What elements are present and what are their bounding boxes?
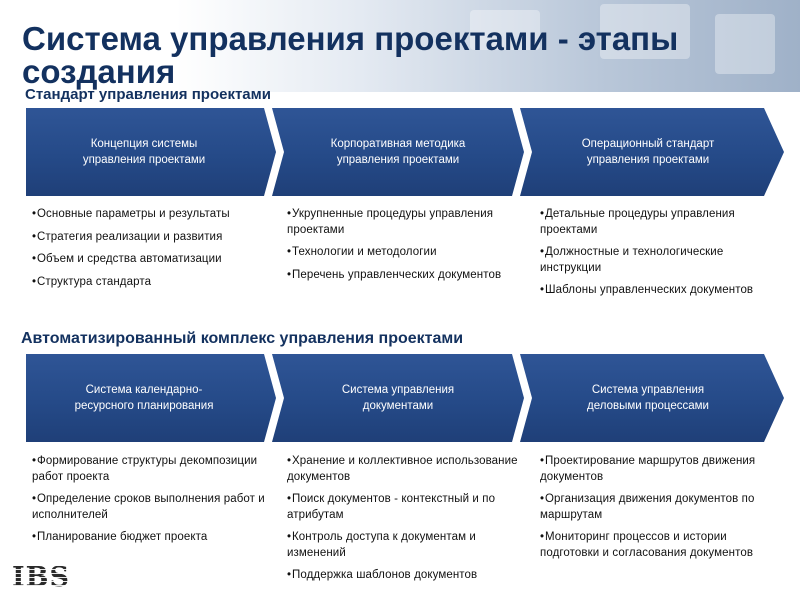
list-item: •Хранение и коллективное использование д… bbox=[287, 455, 518, 483]
stage-label: Корпоративная методика управления проект… bbox=[330, 138, 466, 166]
list-item: •Технологии и методологии bbox=[287, 246, 437, 258]
list-item: •Шаблоны управленческих документов bbox=[540, 284, 754, 296]
stage-label: Концепция системы управления проектами bbox=[82, 138, 206, 166]
list-item: •Объем и средства автоматизации bbox=[32, 253, 222, 265]
logo-stripes bbox=[12, 562, 74, 588]
stage-label: Операционный стандарт управления проекта… bbox=[581, 138, 715, 166]
list-item: •Поиск документов - контекстный и по атр… bbox=[287, 493, 496, 521]
bullet-list-document-management: •Хранение и коллективное использование д… bbox=[287, 454, 532, 591]
list-item: •Перечень управленческих документов bbox=[287, 268, 502, 281]
list-item: •Должностные и технологические инструкци… bbox=[540, 246, 724, 274]
decorative-photo-shape bbox=[715, 14, 775, 74]
stage-chevron-operational-standard: Операционный стандарт управления проекта… bbox=[520, 108, 784, 196]
list-item: •Мониторинг процессов и истории подготов… bbox=[540, 531, 754, 559]
list-item: •Планирование бюджет проекта bbox=[32, 531, 208, 543]
list-item: •Организация движения документов по марш… bbox=[540, 493, 755, 521]
list-item: •Структура стандарта bbox=[32, 275, 152, 288]
header-background-band bbox=[0, 0, 800, 92]
list-item: •Определение сроков выполнения работ и и… bbox=[32, 493, 265, 521]
section-heading-standard: Стандарт управления проектами bbox=[25, 86, 271, 103]
bullet-list-concept: •Основные параметры и результаты •Страте… bbox=[32, 207, 272, 297]
ibs-logo: IBS bbox=[12, 562, 74, 593]
stage-chevron-document-management: Система управления документами bbox=[272, 354, 524, 442]
slide-title: Система управления проектами - этапы соз… bbox=[22, 20, 679, 90]
decorative-photo-shape bbox=[600, 4, 690, 59]
decorative-photo-shape bbox=[470, 10, 540, 50]
list-item: •Детальные процедуры управления проектам… bbox=[540, 208, 735, 236]
bullet-list-business-process: •Проектирование маршрутов движения докум… bbox=[540, 454, 780, 568]
bullet-list-operational-standard: •Детальные процедуры управления проектам… bbox=[540, 207, 780, 306]
list-item: •Контроль доступа к документам и изменен… bbox=[287, 531, 476, 559]
section-heading-automation: Автоматизированный комплекс управления п… bbox=[21, 330, 464, 347]
stage-chevron-concept: Концепция системы управления проектами bbox=[26, 108, 276, 196]
stage-label: Система управления деловыми процессами bbox=[587, 384, 709, 412]
list-item: •Стратегия реализации и развития bbox=[32, 230, 223, 243]
list-item: •Укрупненные процедуры управления проект… bbox=[287, 208, 494, 236]
list-item: •Проектирование маршрутов движения докум… bbox=[540, 455, 756, 483]
process-chevron-row-automation: Система календарно- ресурсного планирова… bbox=[26, 354, 784, 442]
stage-label: Система календарно- ресурсного планирова… bbox=[74, 384, 214, 412]
bullet-list-methodology: •Укрупненные процедуры управления проект… bbox=[287, 207, 532, 290]
stage-chevron-methodology: Корпоративная методика управления проект… bbox=[272, 108, 524, 196]
bullet-list-scheduling: •Формирование структуры декомпозиции раб… bbox=[32, 454, 272, 553]
stage-chevron-scheduling: Система календарно- ресурсного планирова… bbox=[26, 354, 276, 442]
stage-chevron-business-process: Система управления деловыми процессами bbox=[520, 354, 784, 442]
stage-label: Система управления документами bbox=[341, 384, 455, 412]
list-item: •Основные параметры и результаты bbox=[32, 208, 230, 220]
list-item: •Поддержка шаблонов документов bbox=[287, 569, 478, 581]
process-chevron-row-standard: Концепция системы управления проектами К… bbox=[26, 108, 784, 196]
list-item: •Формирование структуры декомпозиции раб… bbox=[32, 455, 258, 483]
